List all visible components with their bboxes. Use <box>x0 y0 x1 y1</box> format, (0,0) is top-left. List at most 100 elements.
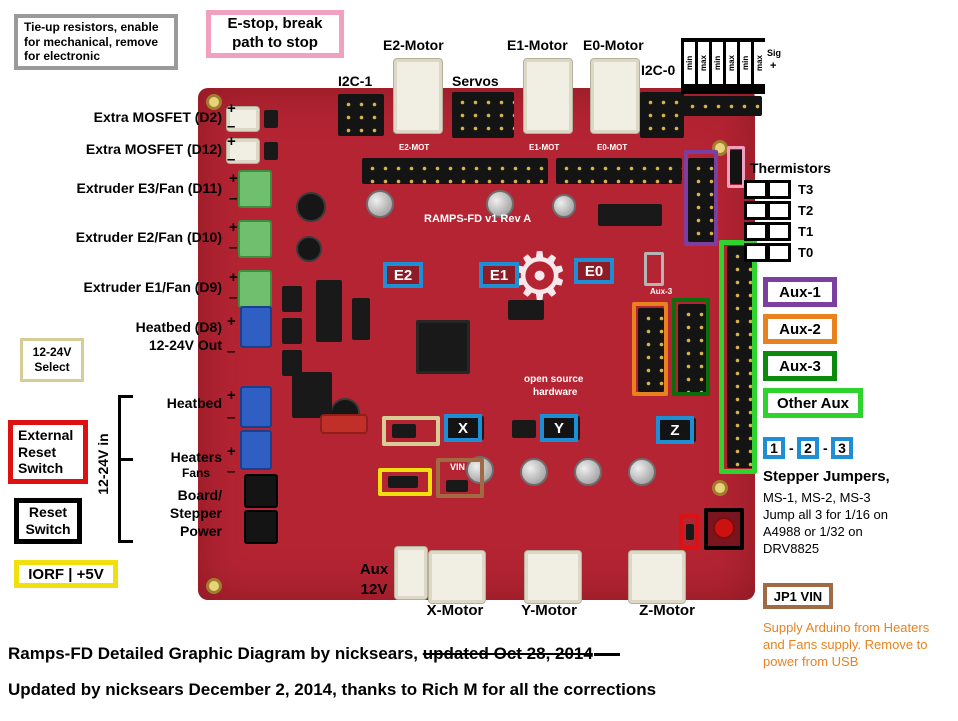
ic-chip <box>352 298 370 340</box>
driver-label-y: Y <box>540 414 578 442</box>
e2-motor-connector <box>393 58 443 134</box>
tieup-note: Tie-up resistors, enable for mechanical,… <box>14 14 178 70</box>
ic-chip <box>292 372 332 418</box>
label-extra-mosfet-d2: Extra MOSFET (D2) <box>93 109 222 125</box>
aux3-legend: Aux-3 <box>763 351 837 381</box>
aux-12v-label: Aux 12V <box>359 561 389 598</box>
bracket-line <box>118 458 133 461</box>
board-title-silk: RAMPS-FD v1 Rev A <box>424 213 532 225</box>
i2c0-label: I2C-0 <box>641 62 676 78</box>
capacitor-black <box>296 192 326 222</box>
capacitor <box>552 194 576 218</box>
heatbed-out-terminal <box>240 306 272 348</box>
plus-sign: + <box>229 219 238 236</box>
jp1-vin-highlight-box <box>436 458 484 498</box>
osh-silk-2: hardware <box>533 387 578 398</box>
d10-terminal <box>238 220 272 258</box>
jumper-block <box>512 420 536 438</box>
stepper-line-1: MS-1, MS-2, MS-3 <box>763 490 871 505</box>
minus-sign: – <box>227 118 236 135</box>
e0-motor-connector <box>590 58 640 134</box>
thermistor-pin-map: min max min max min max <box>681 38 765 94</box>
thermistors-title: Thermistors <box>750 160 831 176</box>
ext-reset-note: External Reset Switch <box>8 420 88 484</box>
ext-reset-highlight-box <box>679 514 699 550</box>
aux3-highlight-box <box>672 298 710 396</box>
e1-mot-silk: E1-MOT <box>529 143 560 152</box>
mounting-hole <box>206 578 222 594</box>
capacitor <box>574 458 602 486</box>
reset-button <box>713 517 735 539</box>
e0-mot-silk: E0-MOT <box>597 143 628 152</box>
plus-sign: + <box>227 443 236 460</box>
tieup-highlight-box <box>644 252 664 286</box>
therm-cell <box>744 222 768 241</box>
therm-row-label: T3 <box>798 182 814 197</box>
aux2-legend: Aux-2 <box>763 314 837 344</box>
i2c1-label: I2C-1 <box>338 73 373 89</box>
v-in-label: 12-24V in <box>95 433 111 495</box>
minus-sign: – <box>229 289 238 306</box>
capacitor <box>366 190 394 218</box>
jp1-vin-note: Supply Arduino from Heaters and Fans sup… <box>763 620 930 669</box>
minus-sign: – <box>229 190 238 207</box>
therm-cell <box>767 243 791 262</box>
top-header-right <box>556 158 682 184</box>
credit-struck: updated Oct 28, 2014 <box>422 644 593 663</box>
therm-cell <box>767 222 791 241</box>
small-header <box>730 150 744 184</box>
y-motor-connector <box>524 550 582 604</box>
e0-motor-label: E0-Motor <box>583 37 644 53</box>
label-extruder-e2: Extruder E2/Fan (D10) <box>75 229 222 245</box>
aux1-legend: Aux-1 <box>763 277 837 307</box>
pin-col: max <box>698 42 709 84</box>
jumper-dash: - <box>823 440 828 456</box>
mosfet <box>282 318 302 344</box>
servos-label: Servos <box>452 73 499 89</box>
sig-label: Sig <box>767 48 782 58</box>
label-heatbed: Heatbed <box>166 395 222 411</box>
therm-cell <box>767 201 791 220</box>
osh-silk-1: open source <box>524 374 584 385</box>
e1-motor-label: E1-Motor <box>507 37 568 53</box>
plus-sign: + <box>227 100 236 117</box>
stepper-jumpers-title: Stepper Jumpers, <box>763 468 890 485</box>
select-note: 12-24V Select <box>20 338 84 382</box>
reset-pin-header <box>686 524 694 540</box>
iorf-note: IORF | +5V <box>14 560 118 588</box>
jumper-dash: - <box>789 440 794 456</box>
thermistor-highlight-box <box>727 146 745 188</box>
servo-header <box>452 92 514 138</box>
therm-row-label: T1 <box>798 224 814 239</box>
label-heatbed-d8: Heatbed (D8) 12-24V Out <box>135 319 222 354</box>
e1-motor-connector <box>523 58 573 134</box>
therm-cell <box>744 201 768 220</box>
driver-label-e1: E1 <box>479 262 519 288</box>
jumper-block <box>392 424 416 438</box>
aux3-silk: Aux-3 <box>650 287 673 296</box>
plus-sign: + <box>229 170 238 187</box>
capacitor-black <box>296 236 322 262</box>
pin-col: min <box>684 42 695 84</box>
heaters-terminal <box>240 430 272 470</box>
e2-motor-label: E2-Motor <box>383 37 444 53</box>
e2-mot-silk: E2-MOT <box>399 143 430 152</box>
pin-col: min <box>740 42 751 84</box>
jumper-block <box>264 110 278 128</box>
pin-col: max <box>754 42 765 84</box>
z-motor-label: Z-Motor <box>639 602 695 619</box>
mounting-hole <box>712 480 728 496</box>
thermistor-connector <box>682 96 762 116</box>
aux3-header <box>678 304 706 394</box>
therm-row-label: T0 <box>798 245 814 260</box>
driver-label-e2: E2 <box>383 262 423 288</box>
capacitor <box>486 190 514 218</box>
other-aux-header <box>727 246 753 468</box>
top-header-left <box>362 158 548 184</box>
jumper-block <box>542 416 580 440</box>
label-heaters: Heaters Fans <box>170 449 222 481</box>
fuse <box>320 414 368 434</box>
bracket-line <box>118 395 121 543</box>
minus-sign: – <box>227 409 236 426</box>
